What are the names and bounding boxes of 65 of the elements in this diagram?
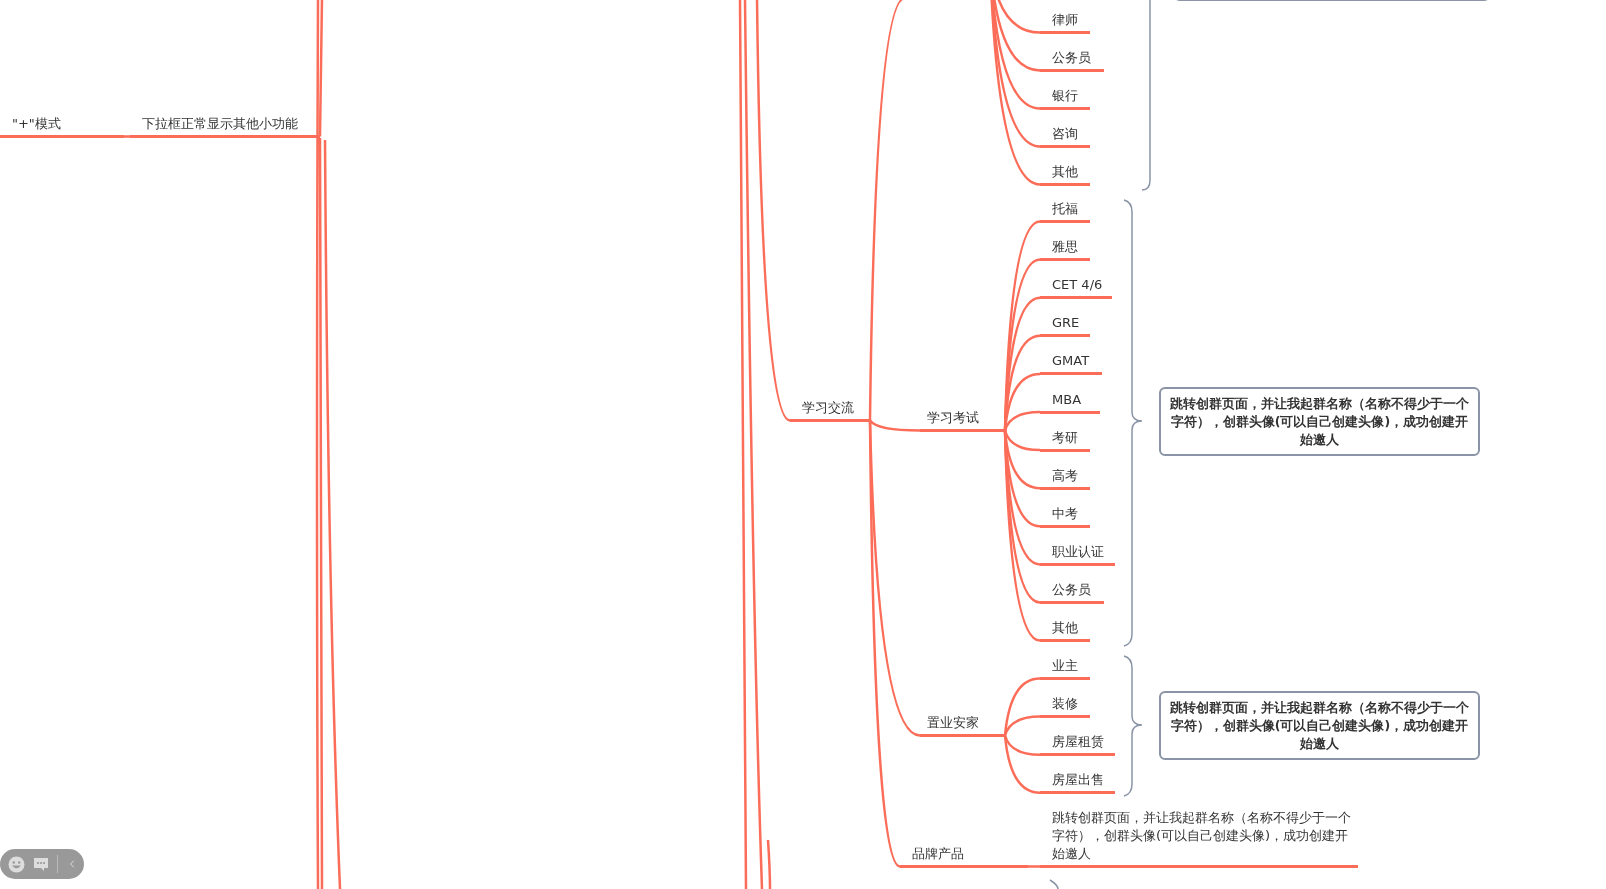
topic-text: 雅思	[1052, 238, 1079, 257]
branch-line	[1003, 677, 1041, 736]
branch-line	[869, 419, 920, 432]
topic-text: 跳转创群页面，并让我起群名称（名称不得少于一个字符），创群头像(可以自己创建头像)，成功创建开始邀人	[1052, 809, 1352, 863]
branch-line	[1003, 410, 1041, 431]
branch-line	[988, 0, 1041, 186]
topic-underline	[920, 408, 1005, 432]
topic-underline	[130, 114, 320, 138]
topic-text: GRE	[1052, 314, 1081, 333]
topic-underline	[1040, 732, 1115, 757]
topic-underline	[1040, 618, 1090, 643]
topic-underline	[1040, 656, 1090, 680]
topic-underline	[900, 844, 1028, 868]
topic-underline	[920, 713, 1005, 737]
topic-text: 学习考试	[927, 409, 980, 427]
branch-line	[1003, 430, 1041, 490]
topic-text: 其他	[1052, 619, 1079, 638]
branch-line	[1003, 430, 1041, 452]
branch-line	[1003, 735, 1041, 756]
topic-underline	[1040, 162, 1090, 186]
topic-text: 下拉框正常显示其他小功能	[142, 115, 299, 133]
topic-text: 银行	[1052, 87, 1079, 105]
note-box	[1159, 691, 1480, 760]
topic-underline	[1040, 10, 1090, 34]
topic-text: 品牌产品	[912, 845, 965, 863]
topic-text: 托福	[1052, 200, 1079, 218]
branch-line	[1003, 735, 1041, 795]
topic-underline	[1040, 48, 1104, 72]
branch-line	[1003, 715, 1041, 736]
topic-text: 咨询	[1052, 125, 1079, 143]
branch-line	[868, 420, 901, 868]
branch-line	[1028, 865, 1040, 868]
topic-text: 律师	[1052, 11, 1079, 29]
branch-line	[755, 0, 791, 422]
branch-line	[1003, 430, 1041, 642]
topic-text: GMAT	[1052, 352, 1091, 371]
topic-text: 公务员	[1052, 49, 1092, 67]
topic-underline	[1040, 580, 1104, 604]
topic-underline	[1040, 199, 1090, 223]
topic-text: 装修	[1052, 695, 1079, 714]
branch-line	[318, 0, 324, 137]
topic-text: CET 4/6	[1052, 276, 1104, 295]
note-box	[1159, 387, 1480, 456]
topic-text: "+"模式	[12, 115, 62, 133]
topic-text: 其他	[1052, 163, 1079, 181]
topic-text: 高考	[1052, 466, 1079, 485]
topic-underline	[790, 398, 870, 422]
topic-text: 中考	[1052, 504, 1079, 523]
topic-text: 房屋出售	[1052, 771, 1105, 790]
topic-text: 置业安家	[927, 714, 980, 732]
note-text: 跳转创群页面，并让我起群名称（名称不得少于一个字符），创群头像(可以自己创建头像)，成功创建开始邀人	[1169, 394, 1470, 449]
topic-text: 房屋租赁	[1052, 733, 1105, 752]
topic-text: 考研	[1052, 428, 1079, 447]
topic-text: 学习交流	[802, 399, 855, 417]
note-text: 跳转创群页面，并让我起群名称（名称不得少于一个字符），创群头像(可以自己创建头像)，成功创建开始邀人	[1169, 698, 1470, 753]
topic-underline	[0, 114, 124, 138]
topic-text: MBA	[1052, 390, 1083, 409]
topic-text: 职业认证	[1052, 542, 1105, 561]
topic-underline	[1040, 694, 1090, 719]
topic-underline	[1040, 770, 1115, 795]
topic-text: 公务员	[1052, 581, 1092, 599]
topic-text: 业主	[1052, 657, 1079, 675]
topic-underline	[1040, 124, 1090, 148]
topic-underline	[1040, 237, 1090, 262]
branch-line	[124, 135, 130, 138]
